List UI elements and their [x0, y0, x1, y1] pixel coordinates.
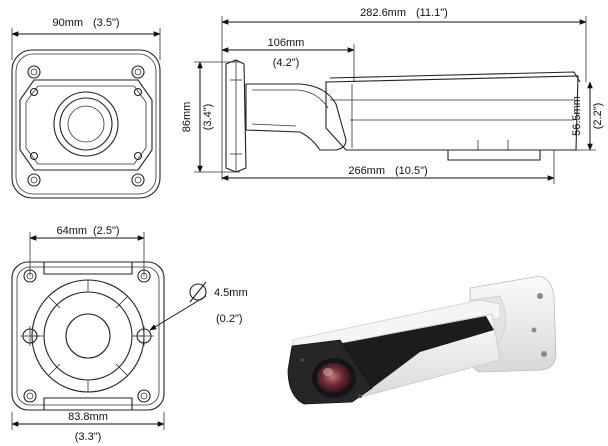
hole-spacing-label: 64mm(2.5") — [56, 225, 119, 237]
height-label: 86mm — [181, 102, 193, 133]
side-view: 282.6mm(11.1") 106mm (4.2") 86mm (3.4") … — [181, 7, 604, 184]
base-view: 64mm(2.5") 4.5mm (0.2") 83.8mm (3.3") — [11, 225, 248, 443]
body-height-inch-label: (2.2") — [592, 103, 604, 130]
hole-diameter-label: 4.5mm — [214, 287, 248, 299]
front-view: 90mm(3.5") — [11, 17, 161, 199]
hole-diameter-inch-label: (0.2") — [216, 313, 243, 325]
height-inch-label: (3.4") — [202, 104, 214, 131]
hood-depth-label: 106mm — [268, 37, 305, 49]
base-width-inch-label: (3.3") — [75, 431, 102, 443]
hood-depth-inch-label: (4.2") — [273, 57, 300, 69]
mount-length-label: 266mm(10.5") — [348, 165, 427, 177]
camera-product-photo — [287, 275, 557, 405]
front-width-label: 90mm(3.5") — [52, 17, 119, 29]
total-length-label: 282.6mm(11.1") — [360, 7, 448, 19]
base-width-label: 83.8mm — [68, 411, 108, 423]
